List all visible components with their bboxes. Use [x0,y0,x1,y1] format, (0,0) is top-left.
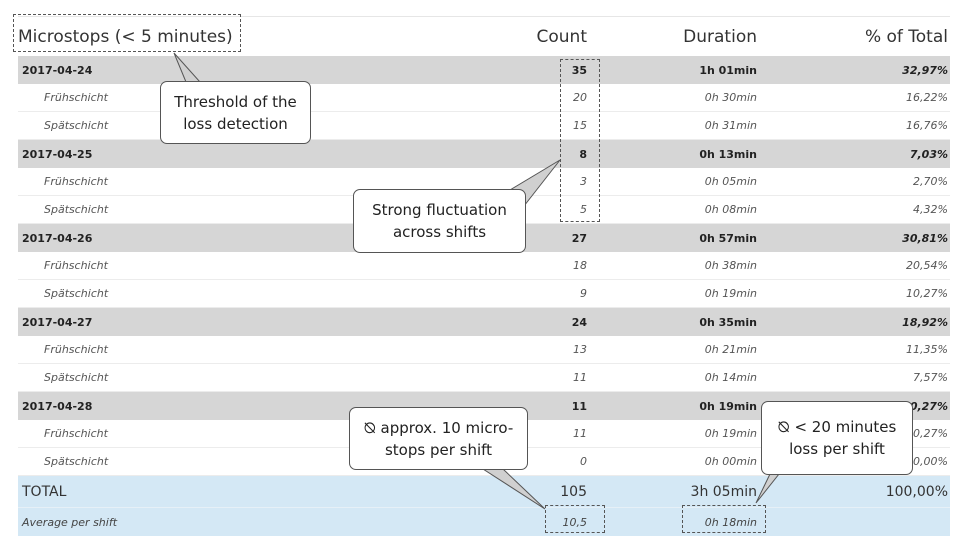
shift-duration: 0h 21min [704,343,757,356]
shift-name: Spätschicht [44,119,109,132]
group-pct: 30,81% [902,231,948,245]
shift-pct: 16,76% [906,119,948,132]
shift-duration: 0h 14min [704,371,757,384]
shift-name: Frühschicht [44,91,108,104]
callout-threshold: Threshold of the loss detection [160,81,311,144]
shift-count: 9 [580,287,587,300]
shift-row[interactable]: Frühschicht 20 0h 30min 16,22% [18,84,950,112]
callout-text: across shifts [392,223,487,241]
table-title: Microstops (< 5 minutes) [18,26,233,47]
callout-text: ⦰ approx. 10 micro- [363,418,514,437]
callout-text: Strong fluctuation [372,201,507,219]
group-count: 11 [571,399,587,413]
group-duration: 0h 35min [699,315,757,329]
shift-count: 20 [573,91,587,104]
total-label: TOTAL [22,483,67,500]
shift-duration: 0h 19min [704,287,757,300]
shift-count: 18 [573,259,587,272]
shift-count: 15 [573,119,587,132]
shift-row[interactable]: Spätschicht 9 0h 19min 10,27% [18,280,950,308]
date-group-row[interactable]: 2017-04-27 24 0h 35min 18,92% [18,308,950,336]
shift-count: 13 [573,343,587,356]
shift-duration: 0h 38min [704,259,757,272]
shift-name: Spätschicht [44,287,109,300]
shift-duration: 0h 31min [704,119,757,132]
table-header: Microstops (< 5 minutes) Count Duration … [18,17,950,56]
shift-duration: 0h 08min [704,203,757,216]
shift-name: Frühschicht [44,427,108,440]
shift-name: Spätschicht [44,371,109,384]
shift-pct: 10,27% [906,427,948,440]
average-count: 10,5 [562,515,588,529]
group-duration: 0h 57min [699,231,757,245]
shift-row[interactable]: Frühschicht 13 0h 21min 11,35% [18,336,950,364]
shift-pct: 20,54% [906,259,948,272]
group-date: 2017-04-24 [22,63,93,77]
shift-pct: 7,57% [913,371,948,384]
callout-text: loss per shift [789,440,885,458]
shift-duration: 0h 30min [704,91,757,104]
group-count: 27 [571,231,587,245]
total-row: TOTAL 105 3h 05min 100,00% [18,476,950,508]
microstops-table: Microstops (< 5 minutes) Count Duration … [18,16,950,536]
callout-loss-avg: ⦰ < 20 minutes loss per shift [761,401,913,475]
date-group-row[interactable]: 2017-04-25 8 0h 13min 7,03% [18,140,950,168]
group-date: 2017-04-25 [22,147,93,161]
total-count: 105 [560,483,587,500]
shift-pct: 11,35% [906,343,948,356]
shift-pct: 2,70% [913,175,948,188]
group-duration: 0h 13min [699,147,757,161]
shift-name: Spätschicht [44,203,109,216]
group-pct: 32,97% [902,63,948,77]
callout-text: Threshold of the [174,92,297,111]
group-duration: 0h 19min [699,399,757,413]
shift-count: 0 [580,455,587,468]
group-date: 2017-04-26 [22,231,93,245]
group-count: 8 [579,147,587,161]
average-label: Average per shift [22,515,118,529]
total-pct: 100,00% [885,483,948,500]
shift-name: Frühschicht [44,343,108,356]
column-header-duration[interactable]: Duration [683,26,757,47]
shift-duration: 0h 00min [704,455,757,468]
shift-row[interactable]: Spätschicht 11 0h 14min 7,57% [18,364,950,392]
callout-text: stops per shift [384,440,493,459]
shift-count: 5 [580,203,587,216]
shift-row[interactable]: Spätschicht 15 0h 31min 16,76% [18,112,950,140]
column-header-pct[interactable]: % of Total [864,26,948,47]
group-date: 2017-04-27 [22,315,93,329]
group-pct: 10,27% [902,399,948,413]
shift-count: 11 [573,427,587,440]
average-duration: 0h 18min [704,515,757,529]
shift-pct: 4,32% [913,203,948,216]
date-group-row[interactable]: 2017-04-24 35 1h 01min 32,97% [18,56,950,84]
callout-microstops-avg: ⦰ approx. 10 micro- stops per shift [349,407,528,470]
group-count: 35 [571,63,587,77]
shift-name: Frühschicht [44,259,108,272]
shift-duration: 0h 05min [704,175,757,188]
shift-count: 3 [580,175,587,188]
shift-row[interactable]: Frühschicht 18 0h 38min 20,54% [18,252,950,280]
callout-text: loss detection [183,114,288,133]
group-pct: 18,92% [902,315,948,329]
callout-text: ⦰ < 20 minutes [777,418,897,436]
shift-pct: 0,00% [913,455,948,468]
group-duration: 1h 01min [699,63,757,77]
shift-name: Spätschicht [44,455,109,468]
group-count: 24 [571,315,587,329]
group-pct: 7,03% [909,147,948,161]
shift-count: 11 [573,371,587,384]
shift-duration: 0h 19min [704,427,757,440]
shift-pct: 16,22% [906,91,948,104]
shift-name: Frühschicht [44,175,108,188]
group-date: 2017-04-28 [22,399,93,413]
column-header-count[interactable]: Count [536,26,588,47]
shift-pct: 10,27% [906,287,948,300]
total-duration: 3h 05min [690,483,757,500]
callout-fluctuation: Strong fluctuation across shifts [353,189,526,253]
average-row: Average per shift 10,5 0h 18min [18,508,950,536]
